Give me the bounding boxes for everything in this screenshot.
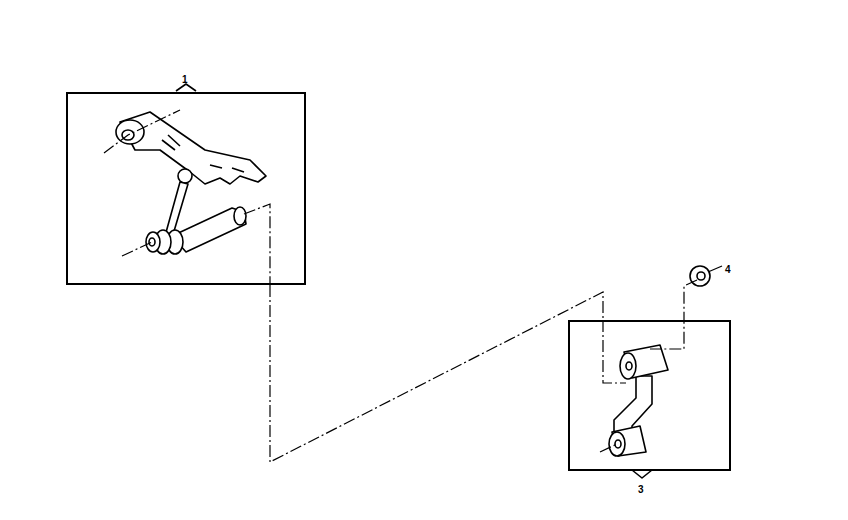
assembly-frame: 3 (568, 320, 731, 471)
center-line (244, 204, 270, 284)
link-bore (626, 362, 632, 370)
center-line (600, 444, 617, 452)
washer (690, 266, 710, 286)
callout-number: 3 (638, 484, 644, 496)
assembly-frame: 1 (66, 92, 306, 285)
link-boss-end (609, 432, 625, 456)
leader-line (708, 266, 722, 272)
bracket (176, 84, 196, 91)
callout-number: 1 (182, 74, 188, 86)
shaft-end (234, 207, 246, 225)
center-line (104, 110, 180, 153)
link-boss-end (620, 353, 636, 379)
center-line (650, 280, 697, 349)
callout-number: 4 (725, 264, 731, 275)
washer-bore (697, 272, 705, 280)
lever-arm (120, 112, 266, 184)
bracket (632, 470, 652, 478)
pivot (178, 169, 192, 183)
center-line (603, 320, 626, 383)
link-bore (615, 440, 621, 448)
spool-bore (149, 238, 155, 246)
assembly-line (270, 285, 603, 462)
spool (146, 232, 160, 252)
arm-detail (162, 135, 244, 172)
center-line (122, 242, 152, 256)
